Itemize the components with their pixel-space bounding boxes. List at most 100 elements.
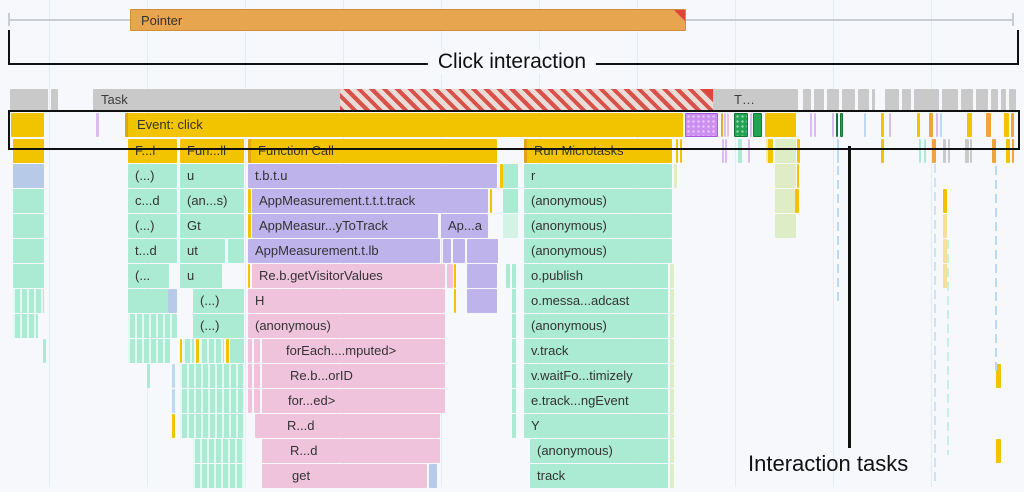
frame-sliver[interactable] — [842, 89, 855, 111]
frame-sliver[interactable] — [180, 414, 244, 438]
frame-sliver[interactable] — [885, 89, 899, 111]
frame-sliver[interactable] — [128, 339, 170, 363]
frame-sliver[interactable] — [734, 113, 748, 137]
frame-sliver[interactable] — [889, 113, 891, 137]
frame-sliver[interactable] — [180, 389, 244, 413]
frame-run-microtasks[interactable]: Run Microtasks — [524, 139, 672, 163]
frame-sliver[interactable] — [991, 89, 998, 111]
frame-sliver[interactable] — [13, 264, 44, 288]
frame-sliver[interactable] — [795, 189, 799, 213]
frame-sliver[interactable] — [727, 113, 729, 137]
frame-sliver[interactable] — [200, 339, 224, 363]
frame-sliver[interactable] — [172, 364, 175, 388]
frame-sliver[interactable] — [248, 389, 252, 413]
frame-get[interactable]: get — [262, 464, 427, 488]
frame-e-track-ngevent[interactable]: e.track...ngEvent — [524, 389, 668, 413]
frame-function-call[interactable]: Function Call — [248, 139, 497, 163]
frame-sliver[interactable] — [226, 339, 229, 363]
frame-sliver[interactable] — [670, 339, 674, 363]
frame-sliver[interactable] — [722, 139, 724, 163]
frame-sliver[interactable] — [454, 264, 456, 288]
frame-y[interactable]: Y — [524, 414, 668, 438]
frame-sliver[interactable] — [676, 139, 678, 163]
frame-sliver[interactable] — [180, 339, 182, 363]
frame-u[interactable]: u — [180, 264, 222, 288]
frame-c-d[interactable]: c...d — [128, 189, 177, 213]
frame-appmeasurement-t-t-t-track[interactable]: AppMeasurement.t.t.t.track — [252, 189, 488, 213]
frame-t[interactable]: T… — [734, 92, 755, 107]
frame-sliver[interactable] — [766, 139, 773, 163]
frame-sliver[interactable] — [10, 89, 48, 111]
frame-sliver[interactable] — [512, 339, 516, 363]
frame-h[interactable]: H — [248, 289, 445, 313]
frame-sliver[interactable] — [254, 364, 260, 388]
frame-fun-ll[interactable]: Fun...ll — [180, 139, 244, 163]
frame-sliver[interactable] — [940, 113, 942, 137]
frame-sliver[interactable] — [172, 414, 175, 438]
frame-sliver[interactable] — [680, 139, 682, 163]
frame-sliver[interactable] — [183, 339, 194, 363]
frame-pointer[interactable]: Pointer — [130, 9, 686, 31]
frame-sliver[interactable] — [810, 113, 812, 137]
frame-sliver[interactable] — [674, 164, 677, 188]
frame-sliver[interactable] — [503, 214, 518, 238]
frame-sliver[interactable] — [797, 164, 799, 188]
frame-ap-a[interactable]: Ap...a — [441, 214, 488, 238]
frame-sliver[interactable] — [248, 214, 251, 238]
frame-t-d[interactable]: t...d — [128, 239, 177, 263]
frame-sliver[interactable] — [943, 264, 947, 288]
frame-r-d[interactable]: R...d — [262, 439, 440, 463]
frame-sliver[interactable] — [961, 89, 973, 111]
frame-sliver[interactable] — [454, 289, 456, 313]
frame-re-b-getvisitorvalues[interactable]: Re.b.getVisitorValues — [252, 264, 445, 288]
frame-sliver[interactable] — [443, 239, 451, 263]
frame-sliver[interactable] — [858, 89, 869, 111]
frame-sliver[interactable] — [942, 89, 958, 111]
frame-[interactable]: (... — [128, 264, 169, 288]
frame-sliver[interactable] — [837, 139, 839, 163]
frame-sliver[interactable] — [832, 113, 834, 137]
frame-sliver[interactable] — [902, 89, 911, 111]
frame-sliver[interactable] — [503, 189, 518, 213]
frame-sliver[interactable] — [914, 89, 939, 111]
frame-sliver[interactable] — [13, 164, 44, 188]
frame-u[interactable]: u — [180, 164, 244, 188]
frame-sliver[interactable] — [919, 139, 921, 163]
frame-sliver[interactable] — [13, 289, 44, 313]
frame-anonymous[interactable]: (anonymous) — [524, 214, 672, 238]
frame-sliver[interactable] — [929, 113, 933, 137]
frame-sliver[interactable] — [13, 189, 44, 213]
frame-ut[interactable]: ut — [180, 239, 225, 263]
frame-[interactable]: (...) — [193, 289, 244, 313]
frame-sliver[interactable] — [965, 139, 969, 163]
frame-sliver[interactable] — [775, 189, 796, 213]
frame-sliver[interactable] — [992, 139, 996, 163]
frame-o-publish[interactable]: o.publish — [524, 264, 668, 288]
frame-sliver[interactable] — [775, 164, 796, 188]
frame-sliver[interactable] — [13, 139, 44, 163]
frame-for-ed[interactable]: for...ed> — [262, 389, 445, 413]
frame-sliver[interactable] — [670, 314, 674, 338]
frame-sliver[interactable] — [948, 139, 950, 163]
frame-sliver[interactable] — [429, 464, 437, 488]
frame-sliver[interactable] — [1004, 113, 1009, 137]
frame-sliver[interactable] — [13, 214, 44, 238]
frame-r[interactable]: r — [524, 164, 672, 188]
frame-sliver[interactable] — [864, 113, 866, 137]
frame-sliver[interactable] — [670, 289, 674, 313]
frame-sliver[interactable] — [512, 289, 516, 313]
frame-event-click[interactable]: Event: click — [125, 113, 683, 137]
frame-sliver[interactable] — [193, 439, 244, 463]
frame-sliver[interactable] — [881, 139, 884, 163]
frame-sliver[interactable] — [447, 264, 453, 288]
frame-sliver[interactable] — [512, 314, 516, 338]
frame-[interactable]: (...) — [128, 164, 177, 188]
frame-sliver[interactable] — [147, 364, 150, 388]
frame-sliver[interactable] — [670, 464, 674, 488]
frame-foreach-mputed[interactable]: forEach....mputed> — [262, 339, 445, 363]
frame-sliver[interactable] — [670, 389, 674, 413]
frame-sliver[interactable] — [248, 339, 252, 363]
frame-sliver[interactable] — [248, 364, 252, 388]
frame-sliver[interactable] — [512, 389, 516, 413]
frame-sliver[interactable] — [725, 139, 727, 163]
